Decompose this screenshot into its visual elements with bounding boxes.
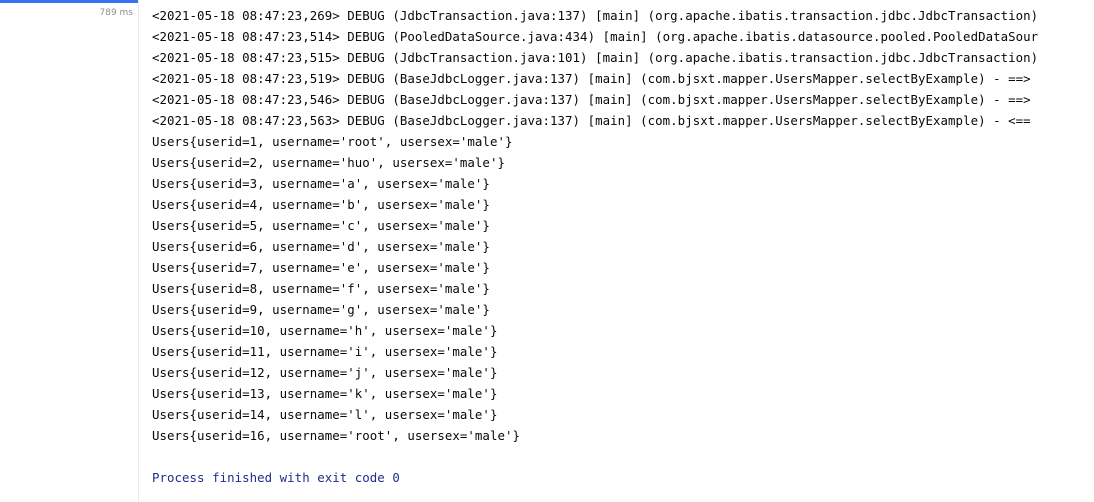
console-lines: <2021-05-18 08:47:23,269> DEBUG (JdbcTra… bbox=[152, 5, 1038, 488]
output-line: Users{userid=4, username='b', usersex='m… bbox=[152, 197, 490, 212]
run-duration-label: 789 ms bbox=[99, 8, 134, 18]
log-line: <2021-05-18 08:47:23,546> DEBUG (BaseJdb… bbox=[152, 92, 1031, 107]
log-line: <2021-05-18 08:47:23,269> DEBUG (JdbcTra… bbox=[152, 8, 1039, 23]
output-line: Users{userid=9, username='g', usersex='m… bbox=[152, 302, 490, 317]
output-line: Users{userid=8, username='f', usersex='m… bbox=[152, 281, 490, 296]
log-line: <2021-05-18 08:47:23,563> DEBUG (BaseJdb… bbox=[152, 113, 1031, 128]
output-line: Users{userid=1, username='root', usersex… bbox=[152, 134, 513, 149]
console-output[interactable]: <2021-05-18 08:47:23,269> DEBUG (JdbcTra… bbox=[139, 0, 1094, 502]
output-line: Users{userid=14, username='l', usersex='… bbox=[152, 407, 498, 422]
output-line: Users{userid=16, username='root', userse… bbox=[152, 428, 520, 443]
output-line: Users{userid=3, username='a', usersex='m… bbox=[152, 176, 490, 191]
log-line: <2021-05-18 08:47:23,515> DEBUG (JdbcTra… bbox=[152, 50, 1039, 65]
run-tree-panel: 789 ms bbox=[0, 0, 139, 502]
output-line: Users{userid=7, username='e', usersex='m… bbox=[152, 260, 490, 275]
exit-message: Process finished with exit code 0 bbox=[152, 470, 400, 485]
output-line: Users{userid=2, username='huo', usersex=… bbox=[152, 155, 505, 170]
output-line: Users{userid=11, username='i', usersex='… bbox=[152, 344, 498, 359]
output-line: Users{userid=13, username='k', usersex='… bbox=[152, 386, 498, 401]
output-line: Users{userid=5, username='c', usersex='m… bbox=[152, 218, 490, 233]
blank-line bbox=[152, 446, 1038, 467]
log-line: <2021-05-18 08:47:23,514> DEBUG (PooledD… bbox=[152, 29, 1039, 44]
output-line: Users{userid=6, username='d', usersex='m… bbox=[152, 239, 490, 254]
output-line: Users{userid=12, username='j', usersex='… bbox=[152, 365, 498, 380]
output-line: Users{userid=10, username='h', usersex='… bbox=[152, 323, 498, 338]
log-line: <2021-05-18 08:47:23,519> DEBUG (BaseJdb… bbox=[152, 71, 1031, 86]
selected-run-indicator bbox=[0, 0, 138, 3]
